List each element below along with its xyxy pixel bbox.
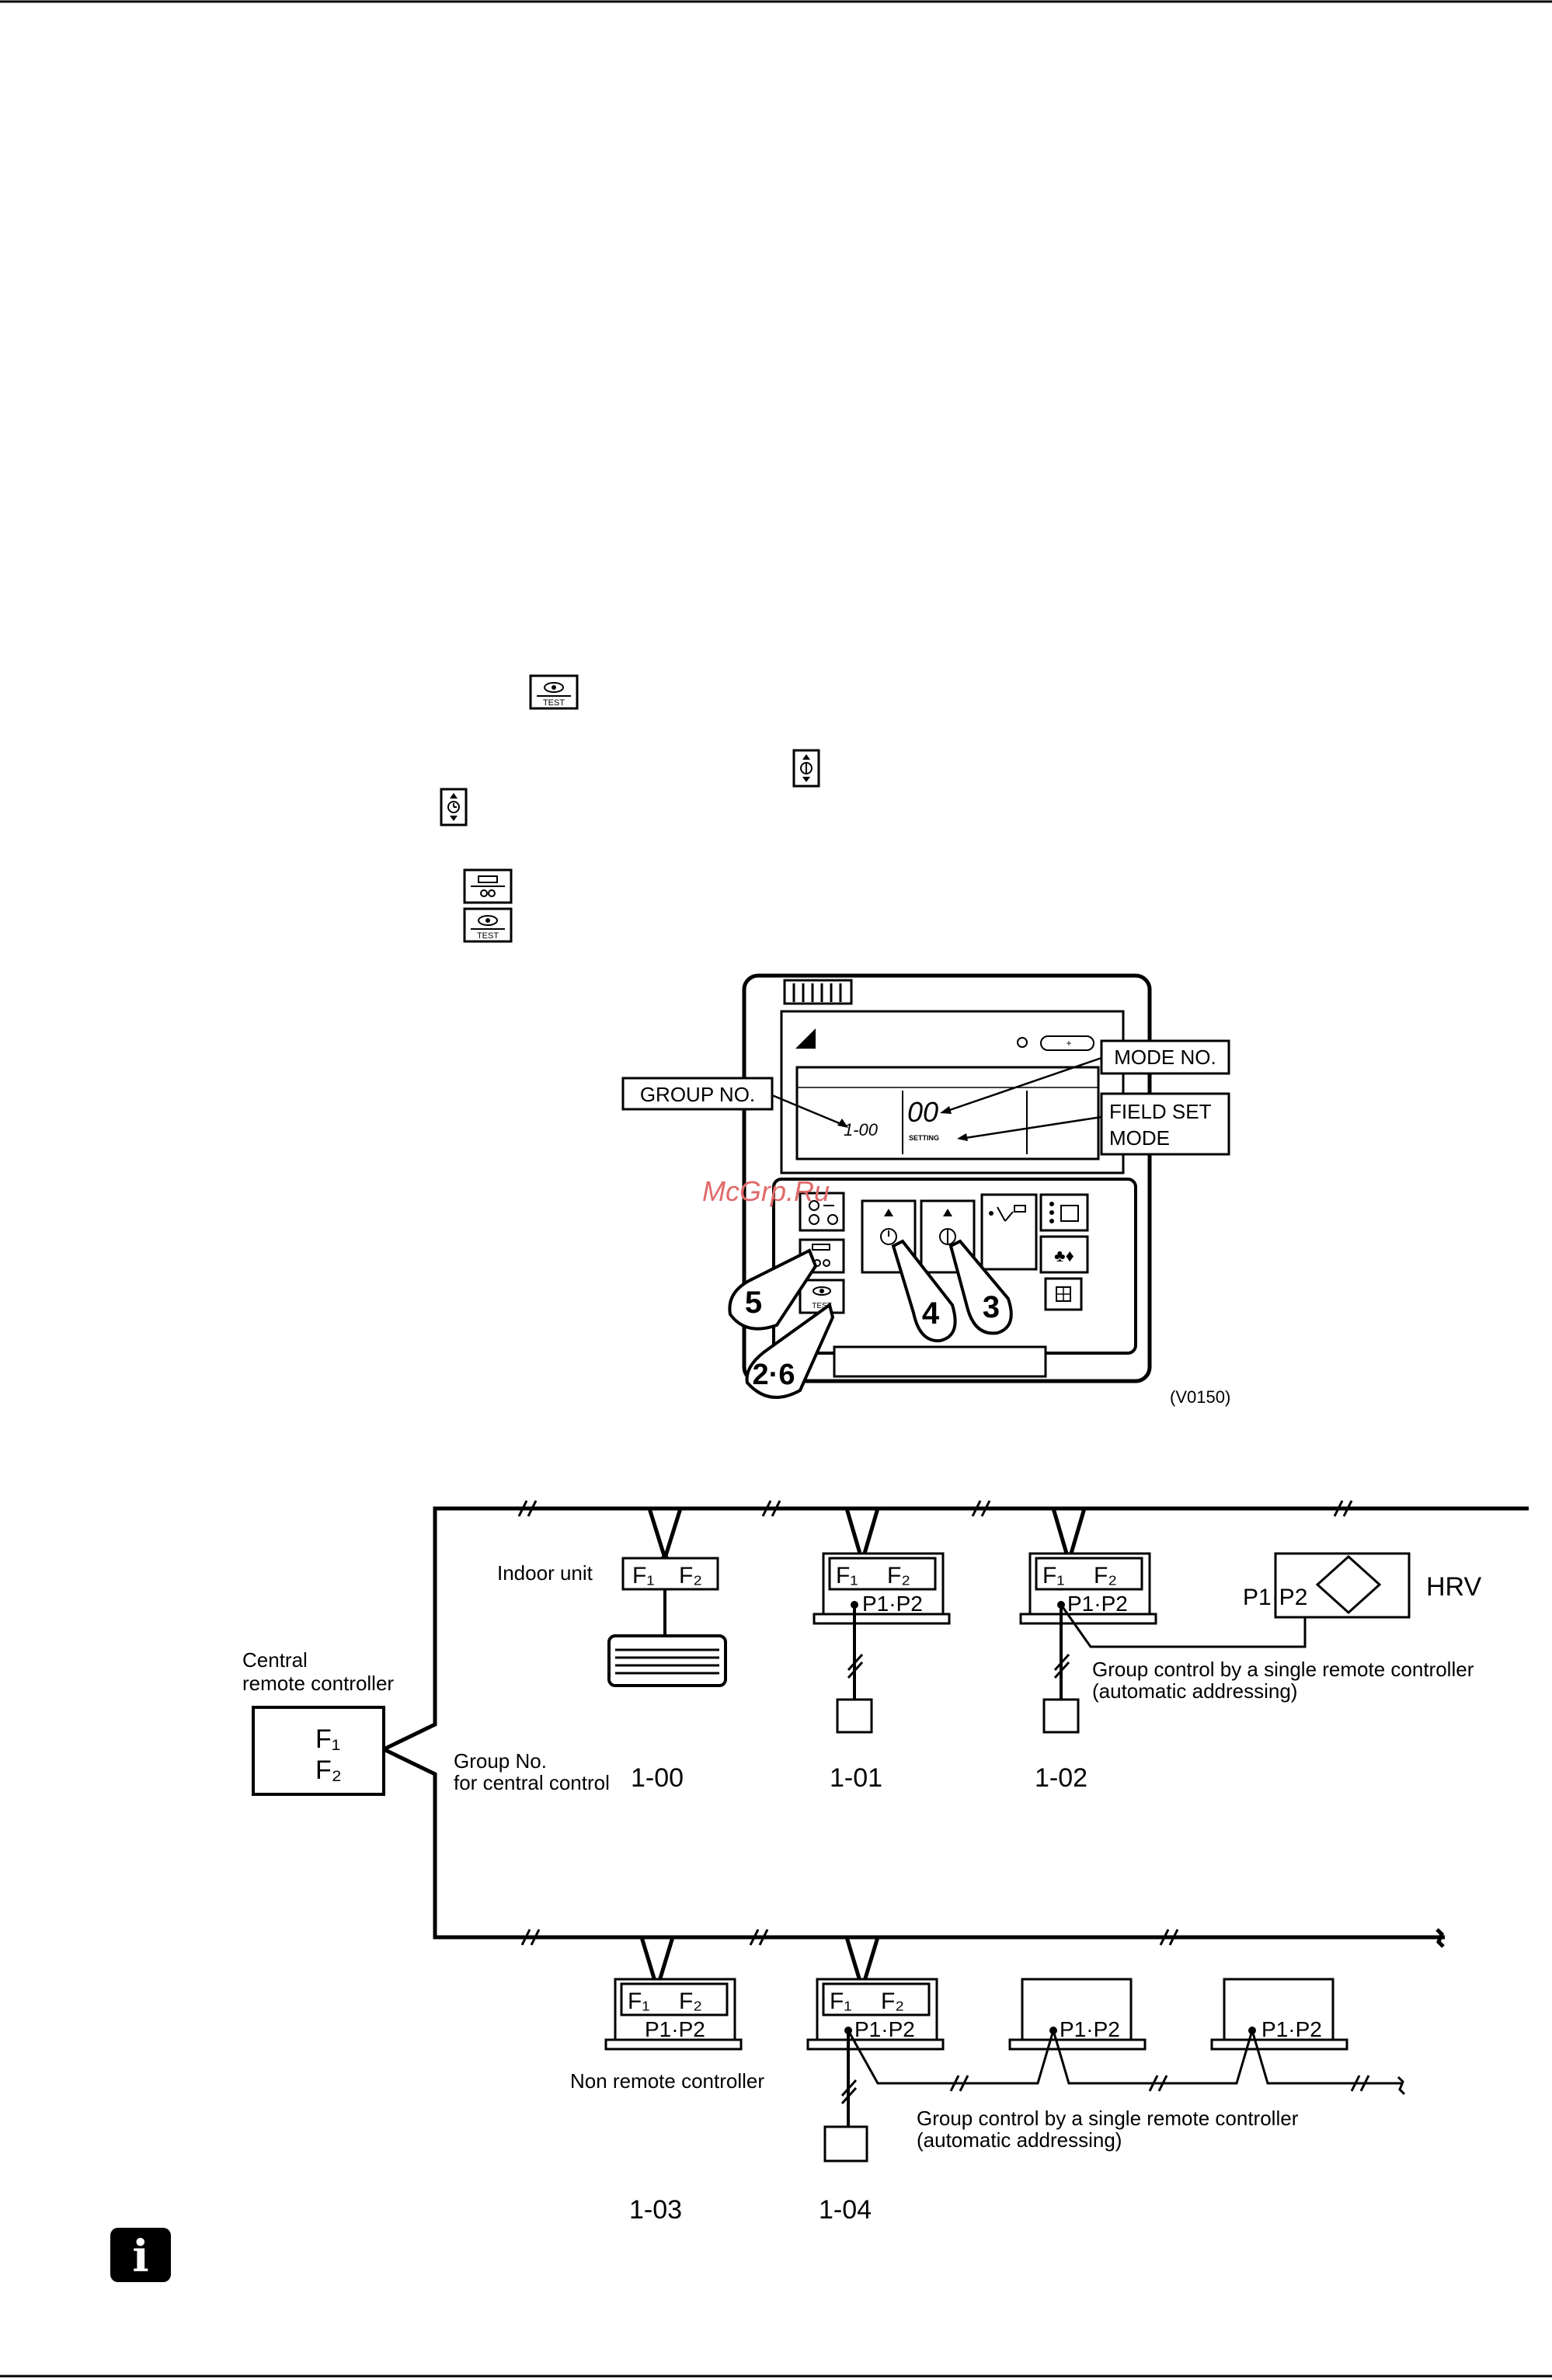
field-set-mode-label-line1: FIELD SET	[1109, 1100, 1212, 1123]
unit-1-02-f2: F₂	[1094, 1563, 1117, 1588]
time-adjust-icon	[440, 788, 468, 826]
group-no-label: GROUP NO.	[640, 1083, 755, 1106]
step-marker-3: 3	[948, 1239, 1013, 1335]
unit-1-01-p1p2: P1·P2	[862, 1592, 923, 1616]
hrv-label: HRV	[1426, 1572, 1481, 1602]
hrv-terminal: P1·P2	[1243, 1585, 1307, 1610]
non-remote-controller-label: Non remote controller	[570, 2069, 764, 2093]
unit-1-01-f2: F₂	[887, 1563, 910, 1588]
airflow-direction-button	[980, 1193, 1038, 1271]
bottom-line-break-marks	[520, 1929, 1179, 1946]
central-label-line1: Central	[242, 1648, 308, 1672]
central-terminal-f1: F₁	[315, 1724, 340, 1754]
unit-1-03-f2: F₂	[679, 1989, 702, 2014]
info-icon: i	[110, 2228, 171, 2282]
central-label-line2: remote controller	[242, 1672, 394, 1695]
group-link-break-marks	[949, 2075, 1370, 2092]
vent-slots	[783, 979, 853, 1005]
timer-mode-button	[799, 1192, 845, 1232]
watermark: McGrp.Ru	[702, 1175, 830, 1207]
remote-controller-1-04	[823, 2125, 868, 2163]
svg-text:i: i	[132, 2231, 148, 2282]
lcd-setting-text: SETTING	[909, 1134, 939, 1142]
on-off-slider	[1040, 1035, 1094, 1051]
slave-unit-1-p1p2: P1·P2	[1060, 2017, 1120, 2041]
central-controller-box	[252, 1706, 385, 1796]
step-marker-4: 4	[891, 1239, 957, 1343]
indoor-unit-label: Indoor unit	[497, 1561, 593, 1585]
central-terminal-f2: F₂	[315, 1755, 342, 1785]
lcd-group-value: 1-00	[844, 1120, 879, 1140]
unit-1-00-f2: F₂	[679, 1563, 702, 1588]
indicator-lamp	[1017, 1037, 1028, 1048]
svg-text:TEST: TEST	[543, 698, 565, 708]
wall-mounted-unit-icon	[607, 1634, 727, 1687]
svg-text:4: 4	[922, 1296, 940, 1331]
svg-text:3: 3	[983, 1290, 1000, 1324]
group-no-central-label-2: for central control	[454, 1771, 610, 1794]
unit-1-04-p1p2: P1·P2	[854, 2017, 915, 2041]
unit-1-03-p1p2: P1·P2	[645, 2017, 705, 2041]
group-no-central-label-1: Group No.	[454, 1749, 547, 1773]
unit-1-04-f2: F₂	[881, 1989, 904, 2014]
figure-reference: (V0150)	[1170, 1387, 1230, 1407]
fan-speed-button	[1039, 1235, 1089, 1274]
group-control-label-bottom-2: (automatic addressing)	[917, 2128, 1122, 2152]
svg-text:+: +	[1066, 1038, 1071, 1049]
unit-1-03-f1: F₁	[628, 1989, 649, 2014]
slave-unit-2-p1p2: P1·P2	[1261, 2017, 1322, 2041]
wiring-diagram: F₁ F₂ Central remote controller Indoor u…	[242, 1500, 1529, 2225]
unit-1-00-f1: F₁	[632, 1563, 654, 1588]
unit-1-01-f1: F₁	[836, 1563, 858, 1588]
group-number-1-01: 1-01	[830, 1763, 882, 1793]
mode-no-label: MODE NO.	[1114, 1046, 1216, 1069]
svg-text:2·6: 2·6	[753, 1359, 795, 1391]
group-control-label-top-1: Group control by a single remote control…	[1092, 1658, 1474, 1681]
test-button-icon: TEST	[529, 674, 579, 710]
operation-mode-button	[1039, 1193, 1089, 1232]
test-button	[799, 1279, 845, 1314]
remote-controller-1-01	[836, 1698, 873, 1734]
unit-1-02-f1: F₁	[1042, 1563, 1064, 1588]
remote-controller-figure: + 1-00 00 SETTING TEST	[621, 973, 1230, 1407]
group-number-1-02: 1-02	[1035, 1763, 1087, 1793]
step-marker-5: 5	[728, 1248, 818, 1331]
temperature-adjust-icon	[792, 749, 820, 788]
unit-1-04-f1: F₁	[830, 1989, 851, 2014]
group-control-label-bottom-1: Group control by a single remote control…	[917, 2107, 1299, 2130]
step-marker-2-6: 2·6	[745, 1302, 835, 1399]
group-number-1-00: 1-00	[631, 1763, 684, 1793]
inspection-button-icon	[463, 868, 513, 904]
brand-logo-icon	[795, 1028, 816, 1049]
group-control-label-top-2: (automatic addressing)	[1092, 1679, 1297, 1703]
svg-text:5: 5	[745, 1286, 762, 1320]
svg-text:♣♦: ♣♦	[1054, 1246, 1074, 1265]
lcd-mode-value: 00	[907, 1096, 938, 1128]
svg-text:TEST: TEST	[477, 931, 499, 941]
remote-controller-1-02	[1042, 1698, 1080, 1734]
group-number-1-04: 1-04	[819, 2195, 872, 2225]
group-number-1-03: 1-03	[629, 2195, 682, 2225]
top-line-break-marks	[517, 1500, 1353, 1517]
unit-1-02-p1p2: P1·P2	[1067, 1592, 1128, 1616]
field-set-mode-label-line2: MODE	[1109, 1126, 1170, 1150]
svg-text:TEST: TEST	[812, 1302, 832, 1310]
test-button-icon-2: TEST	[463, 907, 513, 943]
